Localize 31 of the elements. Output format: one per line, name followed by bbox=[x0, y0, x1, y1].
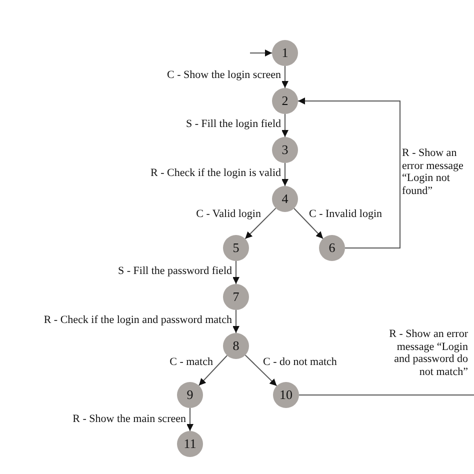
state-circle: 2 bbox=[272, 88, 298, 114]
arrow bbox=[232, 260, 240, 284]
state-circle: 7 bbox=[223, 284, 249, 310]
edge-label: S - Fill the login field bbox=[184, 118, 282, 131]
arrow bbox=[298, 98, 400, 248]
state-circle: 4 bbox=[272, 186, 298, 212]
arrow bbox=[244, 208, 276, 240]
arrow bbox=[282, 162, 288, 186]
edge-label: R - Show the main screen bbox=[72, 413, 187, 426]
arrow bbox=[232, 310, 240, 334]
edge-label: R - Check if the login and password match bbox=[42, 314, 233, 327]
state-circle: 8 bbox=[223, 333, 249, 359]
edge-label: C - Show the login screen bbox=[166, 69, 282, 82]
state-circle: 3 bbox=[272, 137, 298, 163]
arrow bbox=[186, 408, 194, 432]
edge-label: C - Invalid login bbox=[308, 208, 384, 221]
arrow bbox=[244, 354, 278, 386]
arrow bbox=[198, 354, 228, 386]
state-circle: 10 bbox=[273, 382, 299, 408]
state-circle: 5 bbox=[223, 235, 249, 261]
edge-label: S - Fill the password field bbox=[117, 265, 233, 278]
state-circle: 6 bbox=[319, 235, 345, 261]
edge-label: R - Check if the login is valid bbox=[150, 167, 282, 180]
arrow bbox=[250, 50, 272, 56]
state-circle: 1 bbox=[272, 40, 298, 66]
arrow bbox=[282, 114, 288, 138]
arrow bbox=[294, 208, 324, 240]
arrow bbox=[282, 66, 288, 88]
state-circle: 11 bbox=[177, 431, 203, 457]
state-circle: 9 bbox=[177, 382, 203, 408]
edge-label: C - Valid login bbox=[195, 208, 262, 221]
